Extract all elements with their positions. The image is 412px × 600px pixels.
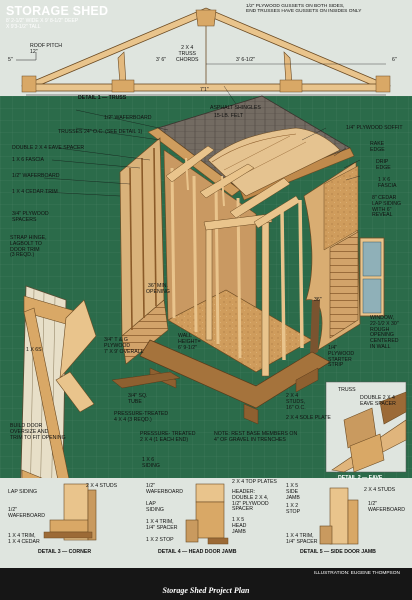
left-wall-drawing <box>119 137 169 365</box>
side-jamb: 1 X 5 SIDE JAMB <box>286 483 300 501</box>
callout-fascia-right: 1 X 6 FASCIA <box>378 177 397 189</box>
callout-sole-plate: 2 X 4 SOLE PLATE <box>286 415 331 421</box>
callout-studs: 2 X 4 STUDS, 16" O.C. <box>286 393 306 411</box>
callout-pt-skids: PRESSURE-TREATED 4 X 4 (3 REQD.) <box>114 411 169 423</box>
truss-dim-right: 3' 6-1/2" <box>236 57 255 63</box>
callout-window: WINDOW, 22-1/2 X 30" ROUGH OPENING CENTE… <box>370 315 399 350</box>
callout-one-x-six: 1 X 6s <box>26 347 42 353</box>
callout-asphalt-shingles: ASPHALT SHINGLES <box>210 105 261 111</box>
callout-trusses: TRUSSES 24" O.C. (SEE DETAIL 1) <box>58 129 143 135</box>
callout-cedar-trim: 1 X 4 CEDAR TRIM <box>12 189 58 195</box>
callout-sq-tube: 3/4" SQ. TUBE <box>128 393 148 405</box>
callout-strap-hinge: STRAP HINGE, LAGBOLT TO DOOR TRIM (3 REQ… <box>10 235 47 259</box>
eave-truss-label: TRUSS <box>338 387 356 393</box>
head-detail-label: DETAIL 4 — HEAD DOOR JAMB <box>158 549 237 555</box>
head-stop: 1 X 2 STOP <box>146 537 174 543</box>
callout-note: NOTE: REST BASE MEMBERS ON 4" OF GRAVEL … <box>214 431 298 443</box>
callout-double-eave-spacer: DOUBLE 2 X 4 EAVE SPACER <box>12 145 85 151</box>
truss-dim-overall: 7'1" <box>200 87 209 93</box>
leader-lines <box>43 85 361 197</box>
callout-dim-36: 36" <box>314 297 322 303</box>
footer-title: Storage Shed Project Plan <box>162 586 250 595</box>
corner-trim: 1 X 4 TRIM, 1 X 4 CEDAR <box>8 533 40 545</box>
corner-detail-label: DETAIL 3 — CORNER <box>38 549 92 555</box>
truss-pitch-value: 5" <box>8 57 13 63</box>
callout-plywood-spacers: 3/4" PLYWOOD SPACERS <box>12 211 49 223</box>
truss-detail-label: DETAIL 1 — TRUSS <box>78 95 127 101</box>
callout-waferboard-roof: 1/2" WAFERBOARD <box>104 115 152 121</box>
truss-dim-right-end: 6" <box>392 57 397 63</box>
corner-waferboard: 1/2" WAFERBOARD <box>8 507 45 519</box>
callout-soffit: 1/4" PLYWOOD SOFFIT <box>346 125 403 131</box>
eave-spacer-label: DOUBLE 2 X 4 EAVE SPACER <box>360 395 396 407</box>
corner-lap-siding: LAP SIDING <box>8 489 38 495</box>
callout-fascia-left: 1 X 6 FASCIA <box>12 157 45 163</box>
side-studs: 2 X 4 STUDS <box>364 487 396 493</box>
callout-wall-height: WALL HEIGHT= 6' 9-1/2" <box>178 333 201 351</box>
callout-min-opening: 36" MIN. OPENING <box>146 283 170 295</box>
side-detail-label: DETAIL 5 — SIDE DOOR JAMB <box>300 549 376 555</box>
head-header: HEADER: DOUBLE 2 X 4, 1/2" PLYWOOD SPACE… <box>232 489 269 513</box>
head-top-plates: 2 X 4 TOP PLATES <box>232 479 277 485</box>
callout-rake-edge: RAKE EDGE <box>370 141 385 153</box>
callout-waferboard-left: 1/2" WAFERBOARD <box>12 173 60 179</box>
callout-drip-edge: DRIP EDGE <box>376 159 391 171</box>
side-stop: 1 X 2 STOP <box>286 503 301 515</box>
callout-floor: 3/4" T & G PLYWOOD 7' X 9' OVERALL <box>104 337 144 355</box>
side-waferboard: 1/2" WAFERBOARD <box>368 501 405 513</box>
front-wall-drawing <box>203 195 304 377</box>
page-title: STORAGE SHED <box>6 4 109 18</box>
callout-cedar-siding: 8" CEDAR LAP SIDING WITH 6" REVEAL <box>372 195 402 219</box>
right-wall-drawing <box>303 161 385 356</box>
head-waferboard: 1/2" WAFERBOARD <box>146 483 183 495</box>
eave-detail-drawing <box>325 381 407 473</box>
head-trim: 1 X 4 TRIM, 1/4" SPACER <box>146 519 178 531</box>
side-trim: 1 X 4 TRIM, 1/4" SPACER <box>286 533 318 545</box>
truss-detail-drawing <box>0 0 412 96</box>
corner-studs: 2 X 4 STUDS <box>86 483 118 489</box>
head-jamb: 1 X 5 HEAD JAMB <box>232 517 247 535</box>
callout-felt: 15-LB. FELT <box>214 113 244 119</box>
head-one-x-six-siding: 1 X 6 SIDING <box>142 457 160 469</box>
callout-door-note: BUILD DOOR OVERSIZE AND TRIM TO FIT OPEN… <box>10 423 66 441</box>
page-subtitle: 8' 2-1/2" WIDE X 9' 8-1/2" DEEP X 9'3-1/… <box>6 18 79 30</box>
footer-bar <box>0 568 412 600</box>
bottom-details-drawing <box>0 478 412 568</box>
eave-detail-label: DETAIL 2 — EAVE <box>338 475 383 481</box>
truss-roof-pitch: ROOF PITCH 12" <box>30 43 62 55</box>
truss-gussets-note: 1/2" PLYWOOD GUSSETS ON BOTH SIDES, END … <box>246 4 362 15</box>
callout-pt-end: PRESSURE- TREATED 2 X 4 (1 EACH END) <box>140 431 196 443</box>
truss-chords: 2 X 4 TRUSS CHORDS <box>176 45 199 63</box>
base-drawing <box>111 339 331 425</box>
head-lap-siding: LAP SIDING <box>146 501 164 513</box>
illustration-credit: ILLUSTRATION: EUGENE THOMPSON <box>314 571 400 576</box>
callout-starter-strip: 1/4" PLYWOOD STARTER STRIP <box>328 345 355 369</box>
truss-dim-left: 3' 6" <box>156 57 167 63</box>
